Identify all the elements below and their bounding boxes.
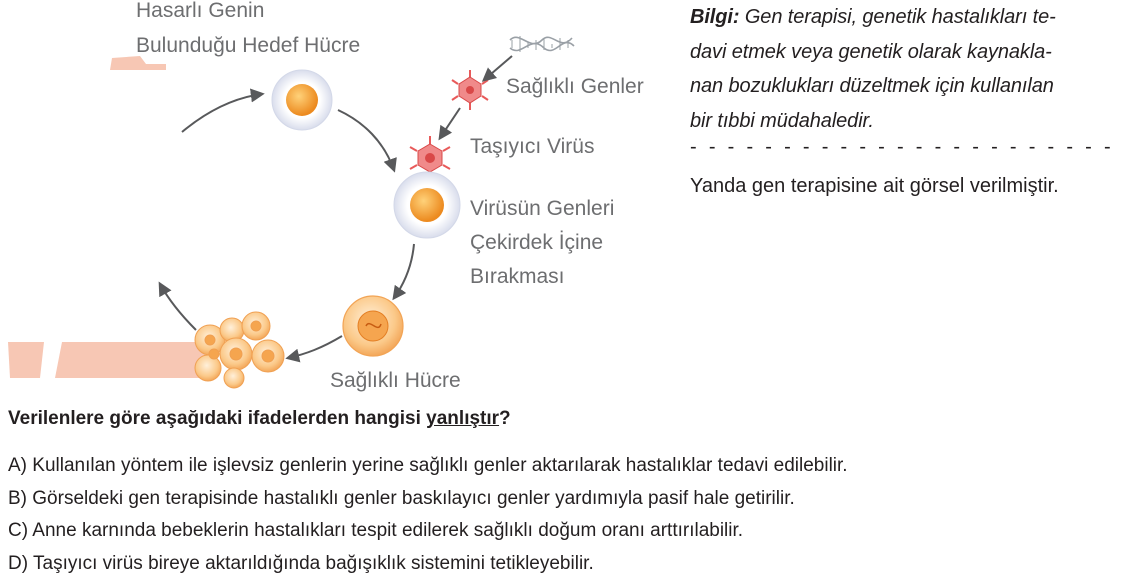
arrow-cluster-up [158, 281, 197, 331]
arrow-infected-to-healthy [392, 243, 415, 301]
info-line-4: bir tıbbi müdahaledir. [690, 109, 874, 132]
release-label-line1: Virüsün Genleri [470, 197, 615, 220]
figure-statement: Yanda gen terapisine ait görsel verilmiş… [690, 175, 1059, 197]
cell-icon [393, 171, 461, 239]
option-a[interactable]: A) Kullanılan yöntem ile işlevsiz genler… [8, 455, 848, 476]
arrow-healthy-to-cluster [285, 335, 343, 363]
question-emphasis: yanlıştır [426, 408, 500, 429]
question-text: Verilenlere göre aşağıdaki ifadelerden h… [8, 408, 511, 429]
info-paragraph: Bilgi: Gen terapisi, genetik hastalıklar… [690, 0, 1120, 138]
virus-icon [409, 136, 451, 182]
healthy-cell-label: Sağlıklı Hücre [330, 369, 461, 392]
option-c[interactable]: C) Anne karnında bebeklerin hastalıkları… [8, 520, 744, 541]
banner-fragment-left [8, 342, 44, 378]
cell-cluster-icon [194, 311, 285, 389]
release-label-line3: Bırakması [470, 265, 565, 288]
arrow-dna-to-virus [481, 55, 513, 82]
healthy-genes-label: Sağlıklı Genler [506, 75, 644, 98]
target-cell-label-line2: Bulunduğu Hedef Hücre [136, 34, 361, 57]
banner-fragment-top [110, 56, 166, 70]
target-cell-label-line1: Hasarlı Genin [136, 0, 265, 22]
arrow-virus-to-carrier [438, 107, 461, 141]
dna-strand-icon [509, 36, 575, 52]
option-d[interactable]: D) Taşıyıcı virüs bireye aktarıldığında … [8, 552, 594, 574]
healthy-cell-icon [342, 295, 404, 357]
info-lead: Bilgi: [690, 6, 740, 28]
info-line-1: Bilgi: Gen terapisi, genetik hastalıklar… [690, 6, 1056, 28]
option-b[interactable]: B) Görseldeki gen terapisinde hastalıklı… [8, 487, 795, 509]
release-label-line2: Çekirdek İçine [470, 231, 604, 254]
gene-therapy-figure [8, 36, 575, 389]
answer-options: A) Kullanılan yöntem ile işlevsiz genler… [8, 450, 848, 580]
arrow-cell-to-infected [337, 109, 397, 173]
virus-icon [451, 70, 489, 110]
carrier-virus-label: Taşıyıcı Virüs [470, 135, 595, 158]
info-line-2: davi etmek veya genetik olarak kaynakla- [690, 40, 1052, 63]
dashed-divider: - - - - - - - - - - - - - - - - - - - - … [690, 136, 1120, 158]
banner-fragment-right [55, 342, 205, 378]
info-line-3: nan bozuklukları düzeltmek için kullanıl… [690, 75, 1054, 97]
cell-icon [271, 69, 333, 131]
arrow-to-target-cell [181, 88, 265, 133]
